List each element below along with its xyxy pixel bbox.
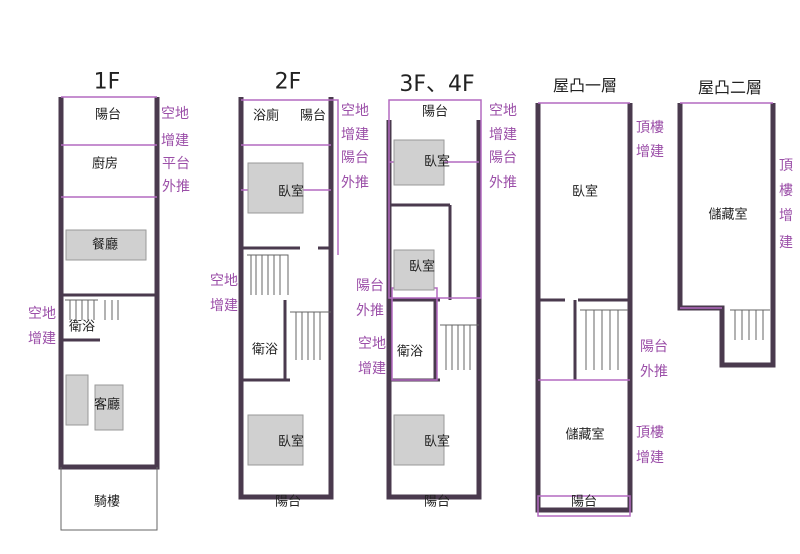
3f-walls (386, 120, 482, 500)
annotation: 頂樓 (636, 425, 664, 441)
room-label: 浴廁 (252, 108, 280, 124)
annotation: 增建 (636, 450, 664, 466)
1f-walls (58, 97, 160, 470)
annotation: 增建 (358, 361, 386, 377)
room-label: 儲藏室 (708, 207, 748, 223)
annotation: 空地 (28, 306, 56, 322)
annotation: 增建 (341, 127, 369, 143)
room-label: 陽台 (94, 107, 122, 123)
room-label: 陽台 (570, 494, 598, 510)
annotation: 空地 (489, 103, 517, 119)
annotation: 增建 (489, 127, 517, 143)
2f-walls (238, 97, 334, 500)
annotation: 外推 (489, 175, 517, 191)
floor-title-3f-4f: 3F、4F (399, 72, 475, 97)
room-label: 陽台 (274, 494, 302, 510)
floor-title-1f: 1F (93, 69, 121, 95)
room-label: 騎樓 (93, 494, 121, 510)
floor-title-roof2: 屋凸二層 (697, 78, 763, 97)
roof1-walls (535, 103, 633, 513)
floor-title-roof1: 屋凸一層 (552, 76, 618, 95)
annotation: 陽台 (341, 150, 369, 166)
annotation: 空地 (341, 103, 369, 119)
annotation: 建 (779, 235, 793, 251)
annotation: 外推 (162, 179, 190, 195)
annotation: 外推 (356, 303, 384, 319)
room-label: 儲藏室 (565, 427, 605, 443)
room-label: 臥室 (408, 259, 436, 275)
annotation: 陽台 (640, 339, 668, 355)
annotation: 空地 (161, 106, 189, 122)
room-label: 衛浴 (396, 344, 424, 360)
annotation: 陽台 (356, 278, 384, 294)
room-label: 臥室 (423, 434, 451, 450)
room-label: 臥室 (423, 154, 451, 170)
annotation: 空地 (358, 336, 386, 352)
room-label: 餐廳 (91, 237, 119, 253)
annotation: 增建 (28, 331, 56, 347)
room-label: 陽台 (299, 108, 327, 124)
room-label: 臥室 (277, 184, 305, 200)
room-label: 衛浴 (68, 319, 96, 335)
annotation: 增建 (210, 298, 238, 314)
room-label: 廚房 (91, 156, 119, 172)
room-label: 臥室 (571, 184, 599, 200)
annotation: 外推 (341, 175, 369, 191)
annotation: 平台 (162, 156, 190, 172)
annotation: 頂 (779, 158, 793, 174)
annotation: 外推 (640, 364, 668, 380)
room-label: 客廳 (93, 397, 121, 413)
annotation: 樓 (779, 183, 793, 199)
floor-title-2f: 2F (274, 69, 302, 95)
annotation: 陽台 (489, 150, 517, 166)
annotation: 增建 (636, 144, 664, 160)
room-label: 陽台 (421, 104, 449, 120)
annotation: 頂樓 (636, 120, 664, 136)
roof2-walls (677, 103, 776, 368)
annotation: 增 (779, 208, 793, 224)
room-label: 臥室 (277, 434, 305, 450)
annotation: 空地 (210, 273, 238, 289)
room-label: 衛浴 (251, 342, 279, 358)
annotation: 增建 (161, 133, 189, 149)
room-label: 陽台 (423, 494, 451, 510)
